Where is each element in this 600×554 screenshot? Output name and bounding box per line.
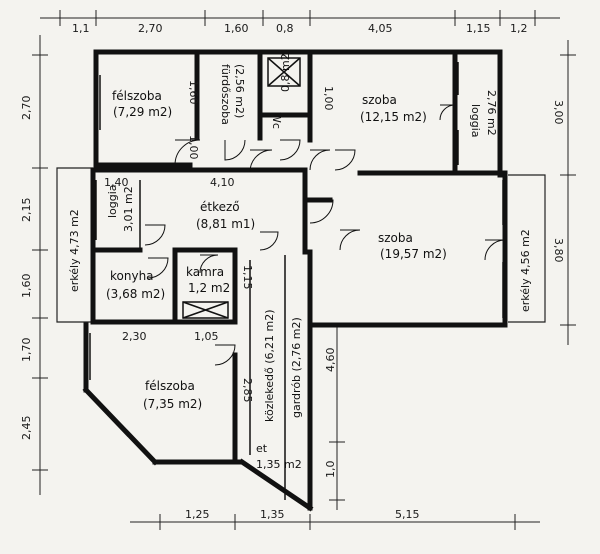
dim-top-2: 2,70 — [138, 22, 163, 35]
dim-left-3: 1,60 — [20, 274, 33, 299]
room-furdoszoba-name: fürdőszoba — [219, 64, 232, 125]
dim-right-1: 3,00 — [552, 100, 565, 125]
room-felszoba-top-name: félszoba — [112, 89, 162, 103]
room-wc-name: Wc — [270, 112, 283, 129]
room-erkely-left-name: erkély 4,73 m2 — [68, 209, 81, 292]
room-szoba-big-area: (19,57 m2) — [380, 247, 447, 261]
dimension-lines — [32, 10, 576, 530]
room-kozlekedo-name: közlekedő (6,21 m2) — [263, 309, 276, 422]
dim-top-1: 1,1 — [72, 22, 90, 35]
room-felszoba-bottom-name: félszoba — [145, 379, 195, 393]
room-felszoba-top-area: (7,29 m2) — [113, 105, 172, 119]
room-kamra-area: 1,2 m2 — [188, 281, 230, 295]
dim-top-7: 1,2 — [510, 22, 528, 35]
room-et-area: 1,35 m2 — [256, 458, 302, 471]
room-gardrob-name: gardrób (2,76 m2) — [290, 317, 303, 418]
room-erkely-right-name: erkély 4,56 m2 — [519, 229, 532, 312]
room-konyha-name: konyha — [110, 269, 154, 283]
dim-right-2: 3,80 — [552, 238, 565, 263]
room-furdoszoba-area: (2,56 m2) — [233, 64, 246, 118]
dim-left-5: 2,45 — [20, 416, 33, 441]
shaft-boxes — [182, 57, 301, 319]
room-kamra-name: kamra — [186, 265, 224, 279]
balcony-outlines — [56, 167, 546, 323]
dim-bottom-3: 5,15 — [395, 508, 420, 521]
room-etkezo-name: étkező — [200, 200, 240, 214]
room-loggia-right-area: 2,76 m2 — [485, 90, 498, 136]
room-szoba-top-area: (12,15 m2) — [360, 110, 427, 124]
room-szoba-top-name: szoba — [362, 93, 397, 107]
dim-1-60: 1,60 — [187, 80, 200, 105]
dim-left-1: 2,70 — [20, 96, 33, 121]
dim-top-5: 4,05 — [368, 22, 393, 35]
dim-bottom-1: 1,25 — [185, 508, 210, 521]
room-loggia-left-name: loggia — [106, 184, 119, 218]
dim-4-10: 4,10 — [210, 176, 235, 189]
dim-1-05: 1,05 — [194, 330, 219, 343]
dim-2-30: 2,30 — [122, 330, 147, 343]
dim-2-85: 2,85 — [241, 378, 254, 403]
partitions — [89, 62, 504, 500]
walls — [82, 49, 508, 512]
room-wc-area: 0,8 m2 — [279, 53, 292, 92]
door-swings — [144, 104, 506, 366]
dim-bottom-2: 1,35 — [260, 508, 285, 521]
room-szoba-big-name: szoba — [378, 231, 413, 245]
dim-1-00-b: 1,00 — [322, 86, 335, 111]
dim-1-15: 1,15 — [241, 265, 254, 290]
room-loggia-right-name: loggia — [469, 104, 482, 138]
dim-1-00-a: 1,00 — [187, 135, 200, 160]
dim-left-2: 2,15 — [20, 198, 33, 223]
room-et-name: et — [256, 442, 268, 455]
room-loggia-left-area: 3,01 m2 — [122, 186, 135, 232]
room-etkezo-area: (8,81 m1) — [196, 217, 255, 231]
room-felszoba-bottom-area: (7,35 m2) — [143, 397, 202, 411]
dim-1-40: 1,40 — [104, 176, 129, 189]
dim-left-4: 1,70 — [20, 338, 33, 363]
room-konyha-area: (3,68 m2) — [106, 287, 165, 301]
dim-top-4: 0,8 — [276, 22, 294, 35]
dim-top-6: 1,15 — [466, 22, 491, 35]
dim-top-3: 1,60 — [224, 22, 249, 35]
dim-1-0: 1,0 — [324, 461, 337, 479]
dim-4-60: 4,60 — [324, 348, 337, 373]
